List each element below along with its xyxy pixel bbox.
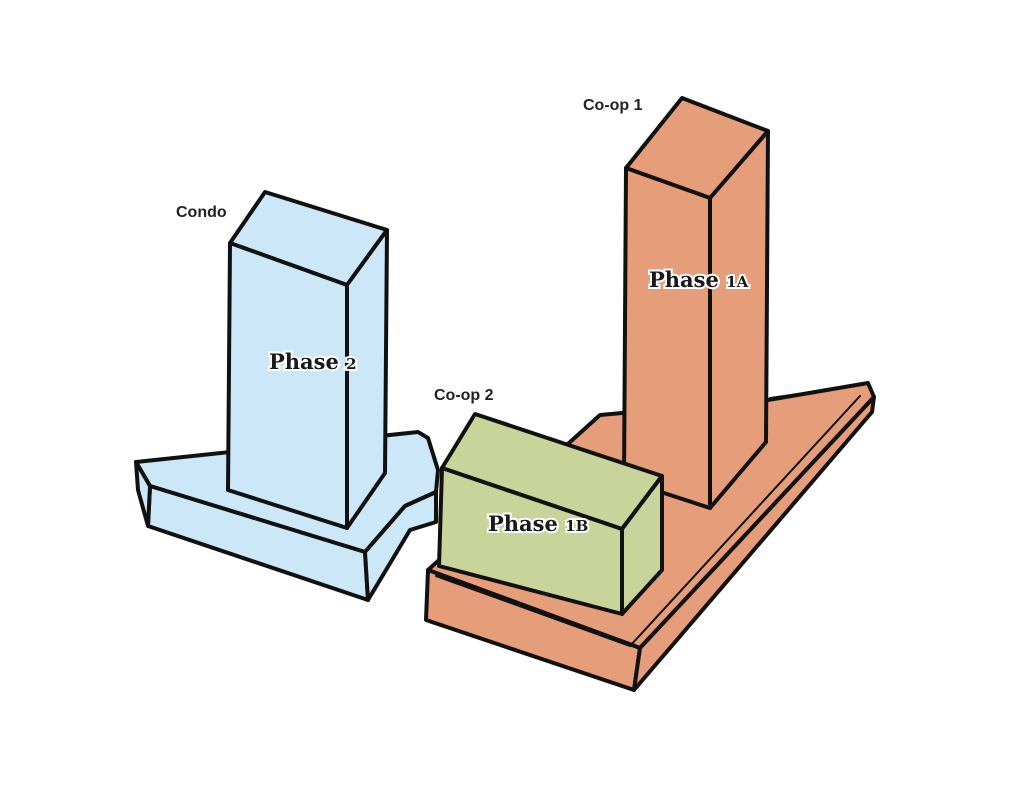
coop1-label: Co-op 1	[583, 97, 643, 114]
phase1a-label-main: Phase	[649, 267, 726, 292]
condo-tower-side	[345, 228, 389, 530]
phase1b-label-suffix: 1B	[565, 517, 588, 535]
phase2-label-main: Phase	[269, 349, 346, 374]
coop2-label: Co-op 2	[434, 387, 494, 404]
coop1-podium-ridge-2	[769, 384, 863, 399]
coop1-podium-side	[632, 395, 876, 692]
phase2-label-suffix: 2	[346, 355, 356, 373]
phase1a-label: Phase 1A	[649, 267, 749, 292]
phase2-label: Phase 2	[269, 349, 357, 374]
condo-building	[134, 190, 440, 602]
phase1a-label-suffix: 1A	[726, 273, 748, 291]
condo-podium-side	[363, 490, 438, 602]
coop1-tower-side	[708, 129, 770, 510]
condo-tower-front	[226, 241, 349, 530]
coop2-building	[437, 412, 664, 616]
condo-label: Condo	[176, 204, 227, 221]
coop2-side	[620, 474, 664, 616]
phase1b-label: Phase 1B	[488, 511, 588, 536]
coop1-podium-ridge-1	[435, 395, 861, 647]
condo-podium-left-edge	[134, 460, 152, 528]
coop1-tower-front	[622, 166, 712, 510]
phase1b-label-main: Phase	[488, 511, 565, 536]
